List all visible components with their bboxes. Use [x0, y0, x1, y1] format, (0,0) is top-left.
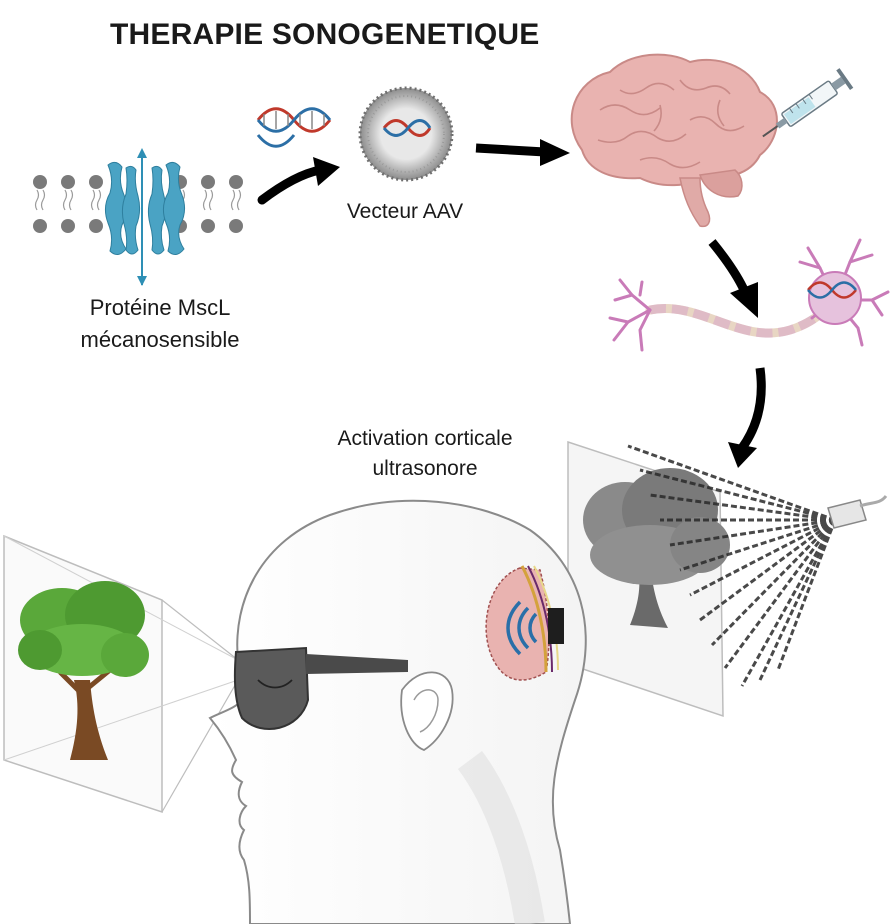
cortical-window-icon — [485, 565, 564, 681]
aav-vector-label: Vecteur AAV — [346, 200, 464, 223]
activation-label-line2: ultrasonore — [372, 457, 478, 480]
protein-label-line2: mécanosensible — [80, 327, 240, 352]
ultrasound-waves-icon — [506, 600, 538, 656]
ultrasound-probe-icon — [827, 495, 888, 529]
activation-label: Activation corticale ultrasonore — [295, 424, 555, 484]
protein-label: Protéine MscL mécanosensible — [55, 292, 265, 356]
grey-tree-icon — [583, 468, 730, 628]
neuron-icon — [608, 238, 890, 352]
visual-scene-panel — [3, 534, 239, 814]
membrane-channel-icon — [33, 148, 243, 286]
activation-label-line1: Activation corticale — [337, 427, 513, 450]
dna-icon — [256, 107, 332, 148]
syringe-icon — [762, 68, 854, 138]
arrow-to-neuron — [708, 239, 750, 294]
arrow-to-stimulation — [738, 367, 766, 451]
protein-label-line1: Protéine MscL — [89, 295, 231, 320]
arrow-to-brain — [475, 143, 546, 157]
ultrasound-rays — [627, 444, 837, 687]
tree-icon — [18, 581, 149, 760]
aav-capsid-icon — [358, 86, 454, 182]
brain-icon — [570, 53, 778, 228]
arrow-to-vector — [257, 165, 325, 205]
stimulation-panel — [567, 440, 888, 718]
transducer-icon — [548, 608, 564, 644]
glasses-icon — [233, 646, 408, 730]
diagram-title: THERAPIE SONOGENETIQUE — [110, 18, 540, 51]
